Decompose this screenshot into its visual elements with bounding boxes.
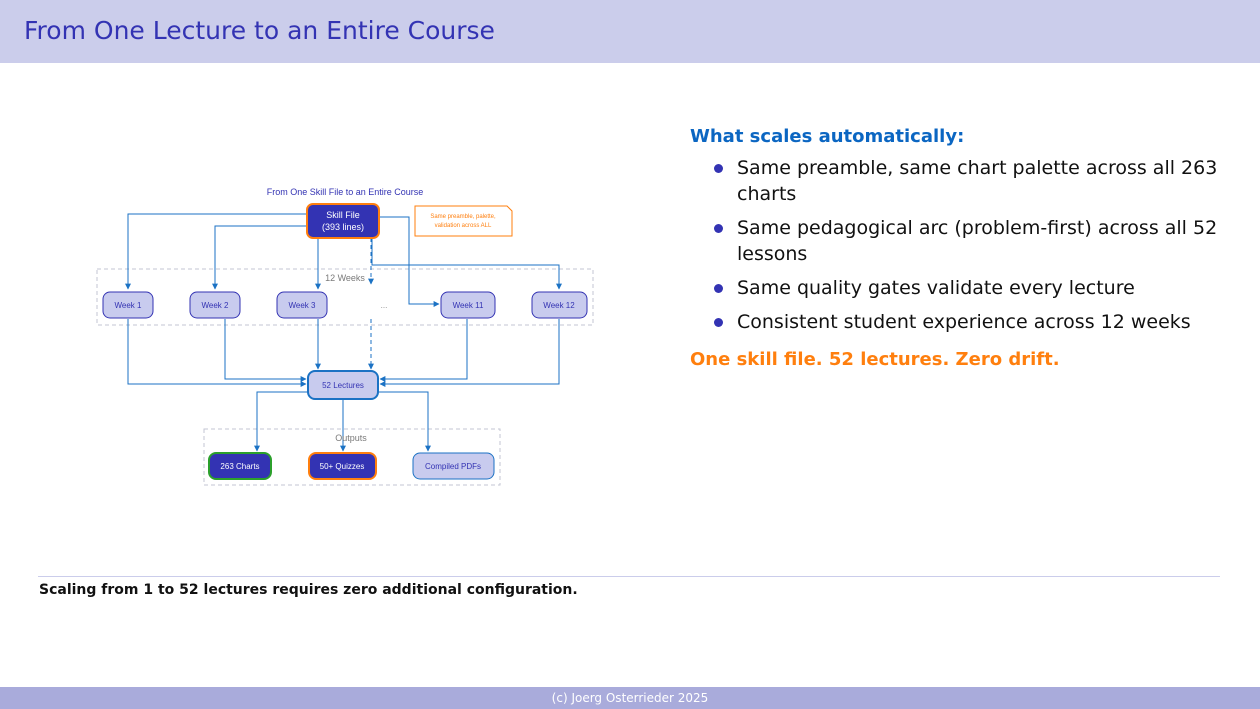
bullet-dot — [714, 318, 723, 327]
week-1-label: Week 1 — [115, 301, 143, 310]
connector-skill-week12 — [371, 238, 562, 290]
charts-node — [208, 452, 272, 480]
emphasis-line: One skill file. 52 lectures. Zero drift. — [690, 349, 1060, 370]
weeks-label-bg — [321, 271, 367, 284]
bullet-dot — [714, 164, 723, 173]
bullet-text: Same quality gates validate every lectur… — [737, 277, 1135, 299]
skill-file-node — [306, 203, 380, 239]
connector-week1-lectures — [127, 319, 307, 387]
skill-file-label: Skill File — [326, 210, 360, 220]
connector-skill-week2 — [212, 225, 307, 290]
bottom-note: Scaling from 1 to 52 lectures requires z… — [39, 582, 578, 598]
week-11-node — [440, 291, 496, 319]
page-title: From One Lecture to an Entire Course — [24, 16, 495, 45]
quizzes-node — [308, 452, 377, 480]
charts-label: 263 Charts — [220, 462, 259, 471]
connector-week2-lectures — [224, 319, 307, 382]
bullet-dot — [714, 284, 723, 293]
bullet-text: Same preamble, same chart palette across… — [737, 157, 1218, 205]
outputs-group-label: Outputs — [335, 433, 367, 443]
note-line-2: validation across ALL — [435, 223, 492, 229]
weeks-group-box — [96, 268, 594, 326]
course-diagram: From One Skill File to an Entire Course — [90, 180, 610, 500]
bullet-text: Same pedagogical arc (problem-first) acr… — [737, 217, 1218, 265]
week-12-label: Week 12 — [543, 301, 575, 310]
bullet-text: Consistent student experience across 12 … — [737, 311, 1191, 333]
connector-lectures-charts — [254, 391, 308, 452]
diagram-svg: From One Skill File to an Entire Course — [96, 187, 594, 486]
connector-skill-week11 — [379, 216, 440, 307]
week-12-node — [531, 291, 588, 319]
pdfs-label: Compiled PDFs — [425, 462, 481, 471]
right-panel: What scales automatically: Same preamble… — [690, 126, 1240, 370]
week-3-node — [276, 291, 328, 319]
note-node — [414, 205, 513, 237]
bullet-list: Same preamble, same chart palette across… — [690, 155, 1240, 335]
lectures-node — [307, 370, 379, 400]
bullet-item: Same preamble, same chart palette across… — [690, 155, 1240, 207]
week-2-label: Week 2 — [202, 301, 230, 310]
bullet-item: Consistent student experience across 12 … — [690, 309, 1240, 335]
weeks-group-label: 12 Weeks — [325, 273, 365, 283]
connector-week11-lectures — [379, 319, 468, 382]
title-bar: From One Lecture to an Entire Course — [0, 0, 1260, 63]
bullet-item: Same pedagogical arc (problem-first) acr… — [690, 215, 1240, 267]
week-3-label: Week 3 — [289, 301, 317, 310]
connector-skill-week1 — [125, 213, 307, 290]
bullet-item: Same quality gates validate every lectur… — [690, 275, 1240, 301]
quizzes-label: 50+ Quizzes — [320, 462, 365, 471]
pdfs-node — [412, 452, 495, 480]
connector-week12-lectures — [379, 319, 560, 387]
connector-lectures-pdfs — [378, 391, 431, 452]
footer-bar: (c) Joerg Osterrieder 2025 — [0, 687, 1260, 709]
skill-file-lines-label: (393 lines) — [322, 222, 364, 232]
section-heading: What scales automatically: — [690, 126, 965, 147]
lectures-label: 52 Lectures — [322, 381, 364, 390]
week-11-label: Week 11 — [453, 301, 484, 310]
footer-copyright: (c) Joerg Osterrieder 2025 — [551, 691, 709, 705]
note-line-1: Same preamble, palette, — [430, 214, 496, 220]
bullet-dot — [714, 224, 723, 233]
diagram-title: From One Skill File to an Entire Course — [267, 187, 424, 197]
divider — [38, 576, 1220, 577]
week-2-node — [189, 291, 241, 319]
more-weeks-ellipsis: ... — [381, 301, 388, 310]
outputs-group-box — [203, 428, 501, 486]
week-1-node — [102, 291, 154, 319]
